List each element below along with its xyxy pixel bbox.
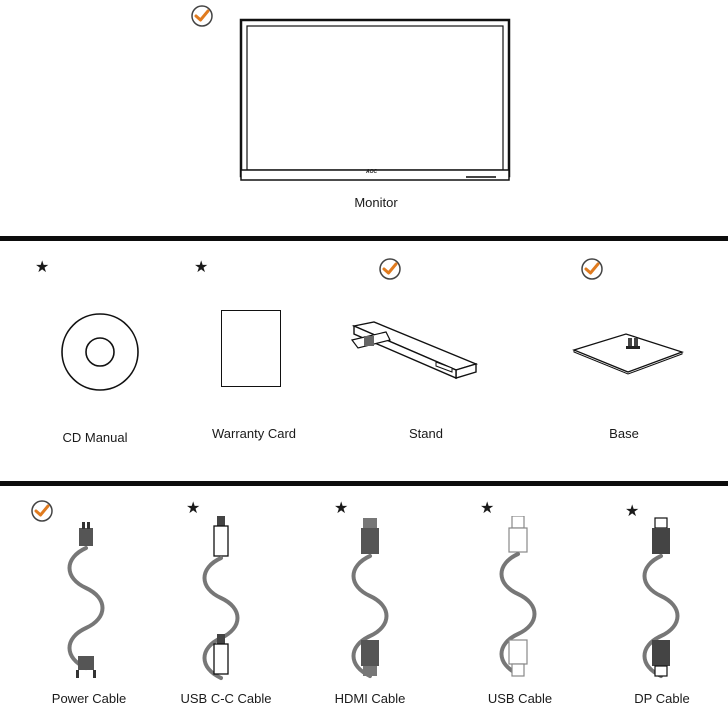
star-icon: ★ [480, 500, 495, 517]
star-icon: ★ [194, 259, 209, 276]
usb-c-cable-image [186, 516, 256, 684]
cd-image [60, 312, 140, 392]
usb-cable-image [484, 516, 554, 684]
base-image [572, 328, 684, 376]
check-icon [378, 257, 402, 281]
monitor-logo: AOC [366, 169, 378, 175]
dp-cable-image [627, 516, 697, 684]
check-icon [580, 257, 604, 281]
star-icon: ★ [625, 503, 640, 520]
power-cable-image [56, 522, 126, 682]
hdmi-cable-image [336, 516, 406, 684]
star-icon: ★ [186, 500, 201, 517]
stand-image [348, 318, 480, 382]
warranty-card-label: Warranty Card [211, 426, 297, 441]
hdmi-cable-label: HDMI Cable [334, 691, 406, 706]
cd-manual-label: CD Manual [62, 430, 128, 445]
check-icon [190, 4, 214, 28]
star-icon: ★ [35, 259, 50, 276]
usb-c-cable-label: USB C-C Cable [180, 691, 272, 706]
section-divider-2 [0, 481, 728, 486]
monitor-label: Monitor [354, 195, 398, 210]
monitor-image [238, 18, 512, 184]
base-label: Base [609, 426, 639, 441]
check-icon [30, 499, 54, 523]
stand-label: Stand [409, 426, 443, 441]
section-divider-1 [0, 236, 728, 241]
dp-cable-label: DP Cable [634, 691, 690, 706]
star-icon: ★ [334, 500, 349, 517]
warranty-card-image [221, 310, 281, 387]
power-cable-label: Power Cable [51, 691, 127, 706]
usb-cable-label: USB Cable [487, 691, 553, 706]
